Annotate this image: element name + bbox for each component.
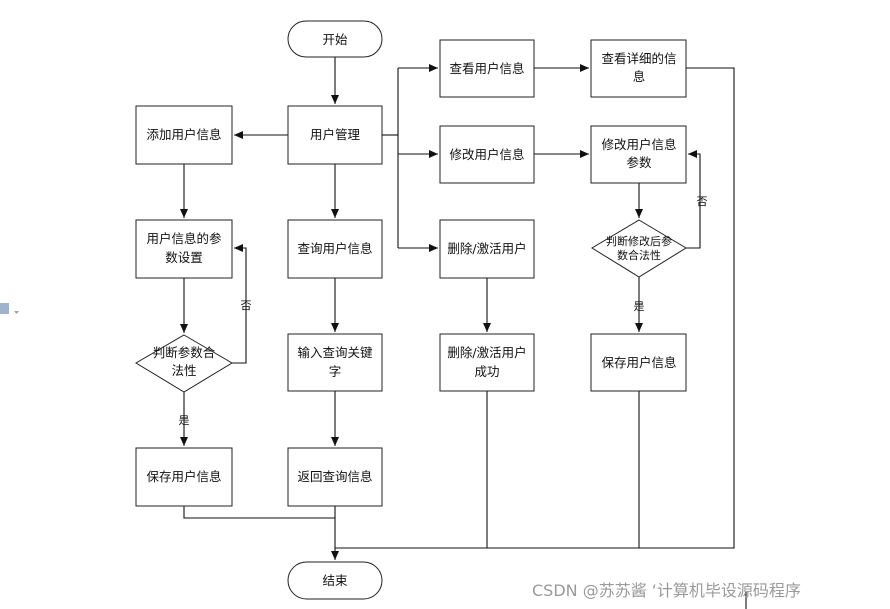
node-input-keyword: 输入查询关键 字 bbox=[287, 333, 383, 392]
node-save-left: 保存用户信息 bbox=[135, 447, 233, 507]
svg-text:判断参数合: 判断参数合 bbox=[153, 345, 216, 360]
doc-icon bbox=[0, 303, 19, 314]
edge-label-yes-right: 是 bbox=[634, 300, 645, 313]
svg-text:查看详细的信: 查看详细的信 bbox=[601, 51, 676, 66]
svg-text:判断修改后参: 判断修改后参 bbox=[606, 234, 672, 248]
node-modify-param: 修改用户信息 参数 bbox=[590, 125, 687, 184]
node-add-user: 添加用户信息 bbox=[135, 105, 233, 165]
svg-text:返回查询信息: 返回查询信息 bbox=[297, 469, 372, 484]
node-view-detail: 查看详细的信 息 bbox=[590, 39, 687, 98]
node-end: 结束 bbox=[287, 561, 383, 600]
node-query-user: 查询用户信息 bbox=[287, 219, 383, 279]
svg-text:输入查询关键: 输入查询关键 bbox=[297, 345, 373, 360]
edge-label-no-left: 否 bbox=[241, 299, 252, 312]
svg-text:数合法性: 数合法性 bbox=[617, 248, 661, 262]
watermark-text: CSDN @苏苏酱 ‘计算机毕设源码程序 bbox=[532, 581, 801, 600]
node-user-management: 用户管理 bbox=[287, 105, 383, 165]
svg-text:查询用户信息: 查询用户信息 bbox=[297, 241, 372, 256]
node-judge-right: 判断修改后参 数合法性 bbox=[591, 219, 687, 278]
svg-text:结束: 结束 bbox=[322, 573, 348, 588]
node-param-setting: 用户信息的参 数设置 bbox=[135, 219, 233, 279]
svg-text:开始: 开始 bbox=[322, 32, 348, 47]
node-save-right: 保存用户信息 bbox=[590, 333, 687, 392]
svg-text:成功: 成功 bbox=[474, 364, 499, 379]
svg-text:参数: 参数 bbox=[626, 155, 652, 170]
svg-text:保存用户信息: 保存用户信息 bbox=[146, 469, 221, 484]
edge-label-no-right: 否 bbox=[697, 195, 708, 208]
svg-text:法性: 法性 bbox=[171, 363, 196, 378]
svg-text:数设置: 数设置 bbox=[165, 250, 203, 265]
node-delete-success: 删除/激活用户 成功 bbox=[439, 333, 535, 392]
node-delete-user: 删除/激活用户 bbox=[439, 219, 535, 279]
connectors bbox=[180, 57, 747, 609]
svg-text:添加用户信息: 添加用户信息 bbox=[146, 127, 221, 142]
node-judge-left: 判断参数合 法性 bbox=[135, 334, 233, 393]
svg-text:用户管理: 用户管理 bbox=[310, 127, 361, 142]
node-return-query: 返回查询信息 bbox=[287, 447, 383, 507]
svg-text:修改用户信息: 修改用户信息 bbox=[601, 137, 676, 152]
node-start: 开始 bbox=[287, 20, 383, 58]
svg-text:息: 息 bbox=[633, 69, 646, 84]
node-modify-user: 修改用户信息 bbox=[439, 125, 535, 184]
edge-label-yes-left: 是 bbox=[179, 414, 190, 427]
svg-text:字: 字 bbox=[329, 364, 342, 379]
svg-text:删除/激活用户: 删除/激活用户 bbox=[447, 241, 526, 256]
svg-text:查看用户信息: 查看用户信息 bbox=[449, 61, 524, 76]
svg-text:用户信息的参: 用户信息的参 bbox=[146, 231, 222, 246]
svg-text:删除/激活用户: 删除/激活用户 bbox=[447, 345, 526, 360]
svg-text:保存用户信息: 保存用户信息 bbox=[601, 355, 676, 370]
svg-text:修改用户信息: 修改用户信息 bbox=[449, 147, 524, 162]
node-view-user: 查看用户信息 bbox=[439, 39, 535, 98]
